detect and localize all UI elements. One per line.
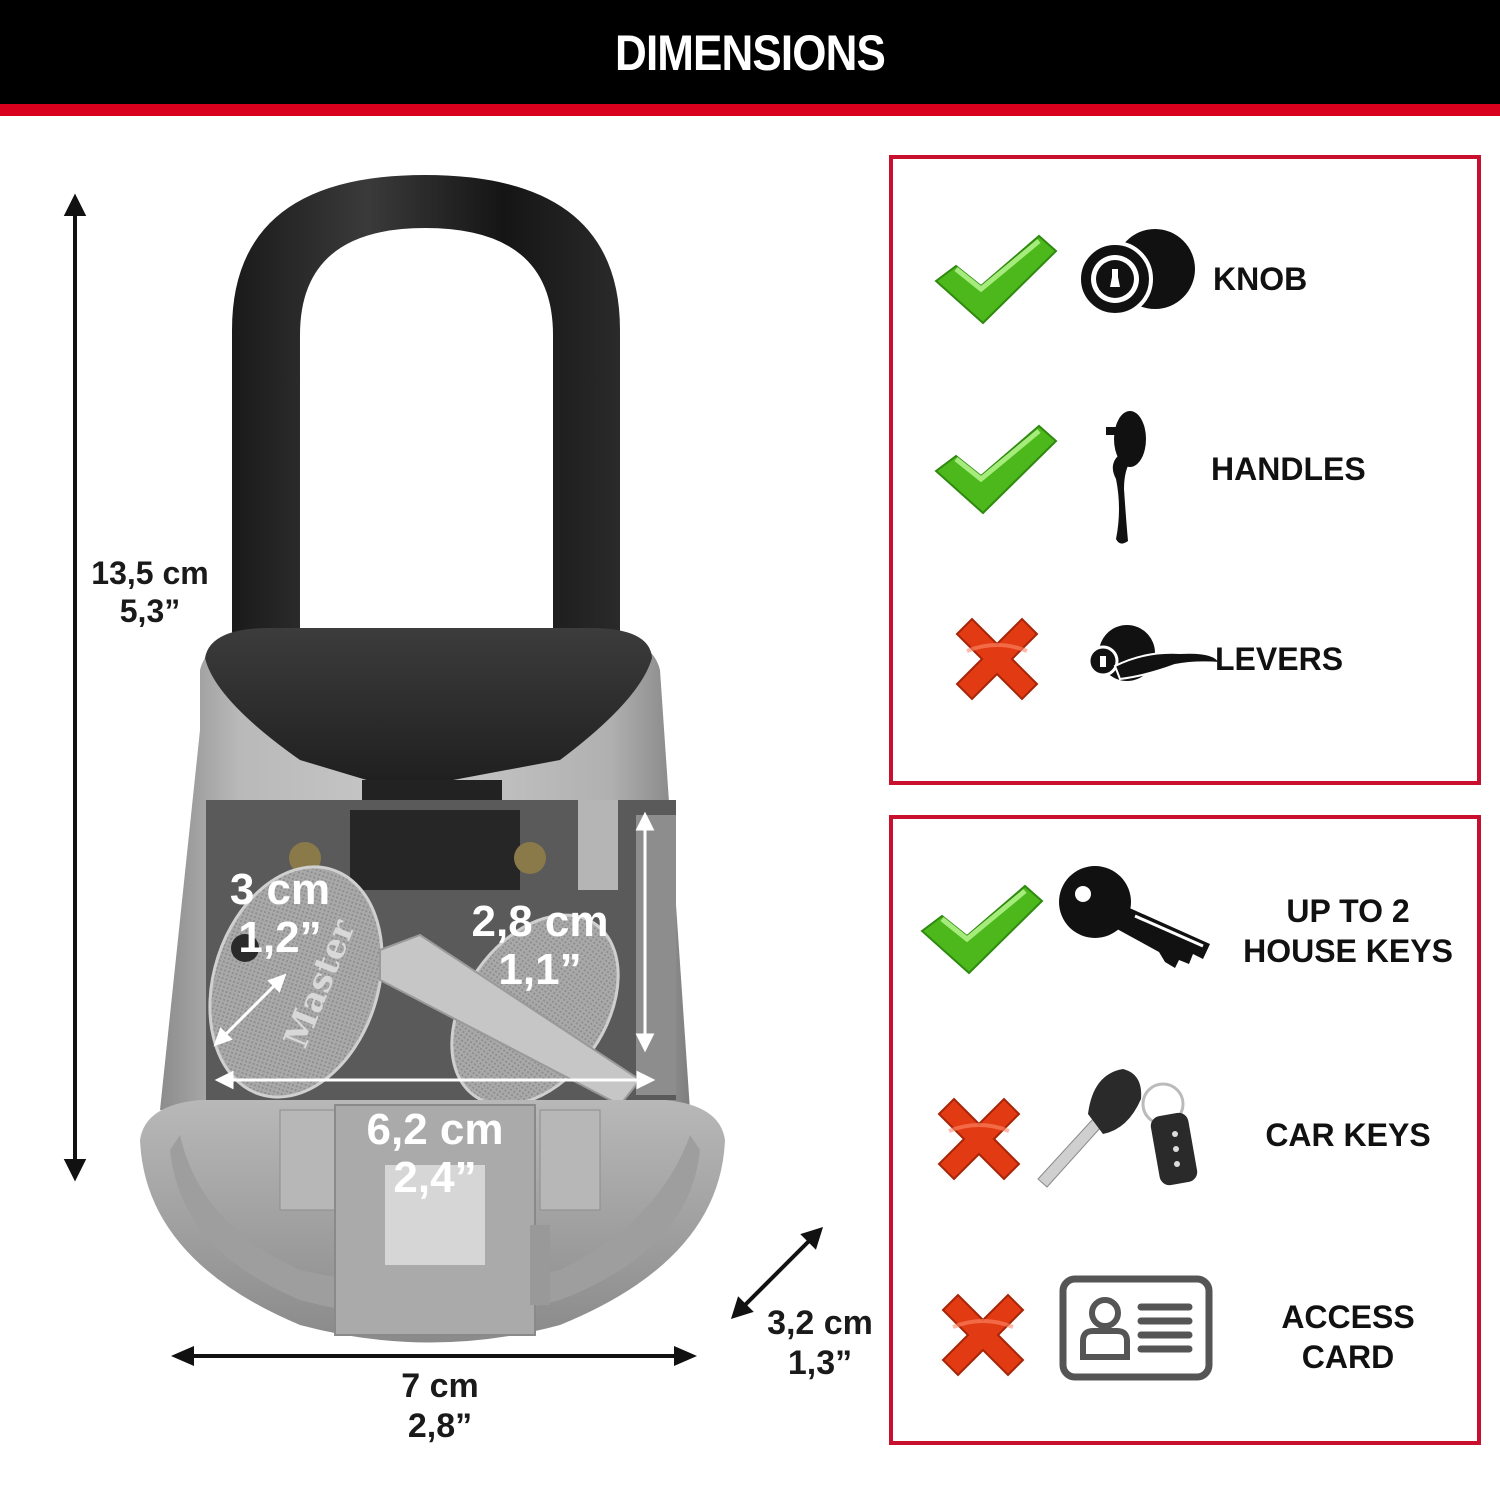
key-capacity-panel: UP TO 2 HOUSE KEYS CAR KEYS (889, 815, 1481, 1445)
compat-label-levers: LEVERS (1215, 641, 1344, 677)
capacity-label-house-keys: UP TO 2 HOUSE KEYS (1243, 893, 1453, 969)
access-card-icon (1059, 1275, 1213, 1381)
compat-row-knob: KNOB (893, 159, 1477, 369)
compat-row-levers: LEVERS (893, 569, 1477, 779)
door-handle-icon (1106, 411, 1146, 544)
car-key-fob-icon (1037, 1069, 1198, 1188)
key-head-1 (208, 865, 384, 1099)
width-dimension-label: 7 cm 2,8” (401, 1367, 479, 1446)
page-title: DIMENSIONS (615, 25, 886, 81)
capacity-row-house-keys: UP TO 2 HOUSE KEYS (893, 819, 1477, 1019)
key-blade (379, 933, 642, 1107)
door-knob-icon (1077, 229, 1195, 317)
door-compatibility-panel: KNOB HANDLES LEVERS (889, 155, 1481, 785)
capacity-label-access-card: ACCESS CARD (1281, 1299, 1415, 1375)
compat-row-handles: HANDLES (893, 369, 1477, 569)
header-bar (0, 0, 1500, 104)
capacity-row-car-keys: CAR KEYS (893, 1019, 1477, 1219)
green-check-icon (934, 234, 1058, 325)
key-head-dimension-label: 3 cm 1,2” (229, 865, 331, 963)
interior-height-dimension-label: 2,8 cm 1,1” (471, 897, 609, 995)
red-x-icon (937, 1097, 1021, 1181)
depth-dimension-label: 3,2 cm 1,3” (767, 1304, 873, 1383)
lock-cap (205, 628, 652, 790)
capacity-row-access-card: ACCESS CARD (893, 1219, 1477, 1439)
capacity-label-car-keys: CAR KEYS (1265, 1117, 1431, 1153)
height-dimension-label: 13,5 cm 5,3” (91, 555, 209, 629)
shackle (232, 175, 620, 640)
compat-label-handles: HANDLES (1211, 451, 1366, 487)
green-check-icon (920, 884, 1044, 975)
door-lever-icon (1087, 625, 1222, 681)
red-x-icon (955, 617, 1039, 701)
header-red-stripe (0, 104, 1500, 116)
house-key-icon (1059, 866, 1210, 968)
interior-width-dimension-label: 6,2 cm 2,4” (366, 1105, 504, 1203)
compat-label-knob: KNOB (1213, 261, 1308, 297)
green-check-icon (934, 424, 1058, 515)
red-x-icon (941, 1293, 1025, 1377)
